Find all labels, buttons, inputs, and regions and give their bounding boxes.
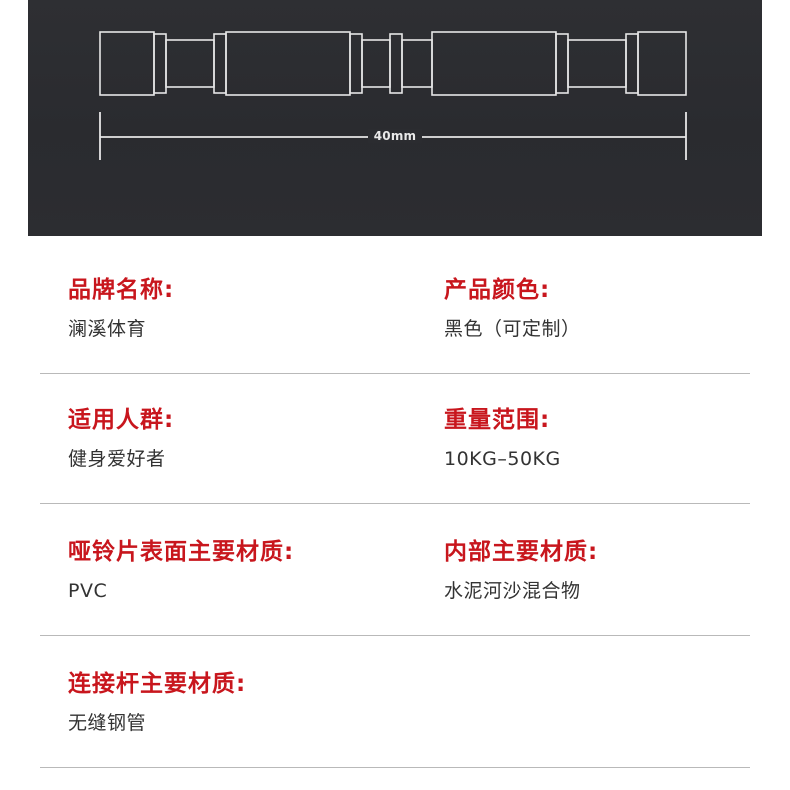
bar-collar [213,33,227,94]
spec-audience: 适用人群: 健身爱好者 [68,406,174,471]
spec-value: 澜溪体育 [68,318,147,340]
bar-collar [389,33,403,94]
dimension-label-text: 40mm [367,129,423,143]
bar-section-end-right [637,31,687,96]
bar-collar [153,33,167,94]
bar-section-center [401,39,433,88]
spec-label: 内部主要材质: [444,539,599,565]
spec-inner-material: 内部主要材质: 水泥河沙混合物 [444,538,598,603]
spec-value: PVC [68,580,108,602]
spec-row-1: 品牌名称: 澜溪体育 产品颜色: 黑色（可定制） [40,276,750,374]
spec-row-3: 哑铃片表面主要材质: PVC 内部主要材质: 水泥河沙混合物 [40,538,750,636]
spec-value: 黑色（可定制） [444,318,581,340]
spec-value: 10KG–50KG [444,448,561,470]
spec-weight-range: 重量范围: 10KG–50KG [444,406,561,471]
spec-value: 无缝钢管 [68,712,147,734]
spec-label: 适用人群: [68,407,175,433]
bar-section [567,39,627,88]
bar-section-main [225,31,351,96]
spec-plate-surface-material: 哑铃片表面主要材质: PVC [68,538,294,603]
spec-brand: 品牌名称: 澜溪体育 [68,276,174,341]
spec-label: 产品颜色: [444,277,551,303]
spec-label: 品牌名称: [68,277,175,303]
bar-outline-drawing [99,31,687,160]
spec-label: 哑铃片表面主要材质: [68,539,295,565]
spec-row-4: 连接杆主要材质: 无缝钢管 [40,670,750,768]
bar-section [165,39,215,88]
bar-section-center [361,39,391,88]
bar-collar [625,33,639,94]
spec-color: 产品颜色: 黑色（可定制） [444,276,581,341]
bar-collar [349,33,363,94]
spec-label: 连接杆主要材质: [68,671,247,697]
bar-section-end-left [99,31,155,96]
product-dimension-banner: 40mm [28,0,762,236]
bar-collar [555,33,569,94]
spec-row-2: 适用人群: 健身爱好者 重量范围: 10KG–50KG [40,406,750,504]
spec-bar-material: 连接杆主要材质: 无缝钢管 [68,670,246,735]
spec-value: 健身爱好者 [68,448,166,470]
spec-value: 水泥河沙混合物 [444,580,581,602]
dimension-label: 40mm [28,129,762,143]
bar-section-main [431,31,557,96]
spec-label: 重量范围: [444,407,551,433]
